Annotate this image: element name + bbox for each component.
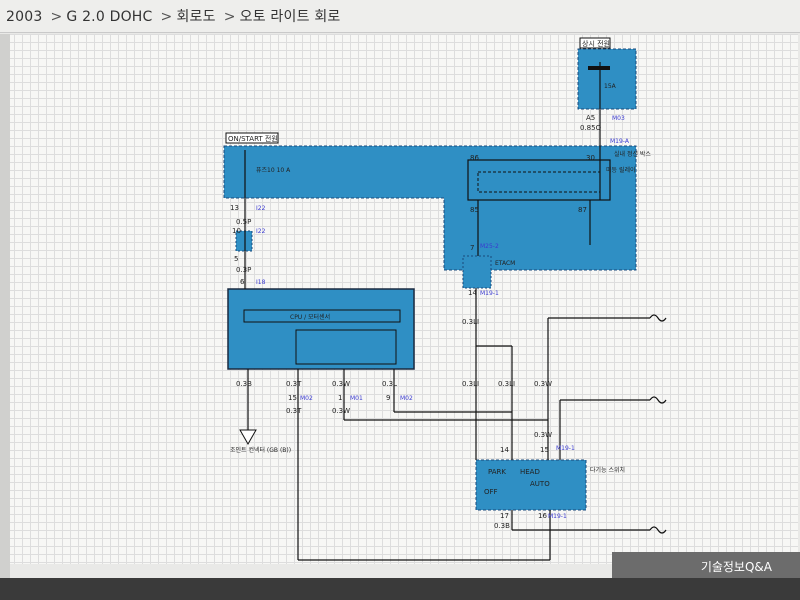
cpu-label: CPU / 모터센서 [290,313,330,321]
connector-m25: M25-2 [480,243,499,250]
connector-m19b-c: M19-1 [548,513,567,520]
connector-m19b-b: M19-1 [556,445,575,452]
breadcrumb-bar: 2003>G 2.0 DOHC>회로도>오토 라이트 회로 [0,0,800,33]
tech-qa-link[interactable]: 기술정보Q&A [700,560,772,574]
cpu-circuit [295,329,397,365]
bottom-strip [0,578,800,600]
switch-park: PARK [488,468,506,476]
wire-03t: 0.3T [286,380,302,388]
switch-auto: AUTO [530,480,550,488]
connector-m19b-a: M19-1 [480,290,499,297]
wire-03w-d: 0.3W [332,407,350,415]
wire-03w-c: 0.3W [534,431,552,439]
etacm-module-box [227,288,415,370]
junction-box-region [223,145,637,271]
wire-03li-b: 0.3LI [462,380,479,388]
connector-m01: M01 [350,395,363,402]
breadcrumb: 2003>G 2.0 DOHC>회로도>오토 라이트 회로 [6,6,345,26]
connector-i22-box [235,230,253,252]
wire-03w: 0.3W [332,380,350,388]
pin-15-b: 15 [540,446,549,454]
cpu-bar [243,309,401,323]
wire-03p: 0.3P [236,266,251,274]
switch-off: OFF [484,488,498,496]
fuse-top-label: 15A [604,83,617,90]
pin-86: 86 [470,154,479,162]
always-power-tag [579,37,611,49]
pin-17: 17 [500,512,509,520]
always-power-fuse-box [577,48,637,110]
connector-i22-a: I22 [256,205,266,212]
always-power-label: 상시 전원 [582,39,610,48]
switch-box-label: 다기능 스위치 [590,466,625,474]
relay-outline [467,159,611,201]
breadcrumb-engine[interactable]: G 2.0 DOHC [66,9,153,25]
pin-85: 85 [470,206,479,214]
breadcrumb-year[interactable]: 2003 [6,9,43,25]
wire-03b: 0.3B [236,380,252,388]
wires [244,62,650,561]
multifunction-switch-box [475,459,587,511]
wire-03w-b: 0.3W [534,380,552,388]
pin-13: 13 [230,204,239,212]
pin-1: 1 [338,394,342,402]
connector-m03: M03 [612,115,625,122]
connector-m19a: M19-A [610,138,630,145]
breadcrumb-separator: > [50,9,63,25]
ground-label: 조인트 컨넥터 (GB (B)) [230,446,291,454]
fuse-box-label: 실내 정션 박스 [614,150,651,158]
wire-03b-b: 0.3B [494,522,510,530]
pin-9: 9 [386,394,390,402]
left-scroll-edge[interactable] [0,34,10,600]
etacm-connector-box [462,255,492,289]
breadcrumb-section[interactable]: 회로도 [176,9,216,25]
wire-085o: 0.85O [580,124,602,132]
breadcrumb-separator: > [223,9,236,25]
pin-14-a: 14 [468,289,477,297]
breadcrumb-page: 오토 라이트 회로 [239,9,341,25]
ground-icon [239,429,257,446]
pin-a5: A5 [586,114,595,122]
etacm-label: ETACM [495,260,515,267]
pin-5: 5 [234,255,238,263]
breadcrumb-separator: > [160,9,173,25]
pin-6: 6 [240,278,245,286]
fuse-top-icon [588,66,610,70]
relay-label: 미등 릴레이 [606,166,636,174]
pin-30: 30 [586,154,595,162]
connector-m02-a: M02 [300,395,313,402]
connector-m02-b: M02 [400,395,413,402]
pin-10: 10 [232,227,241,235]
wire-05p: 0.5P [236,218,251,226]
wire-03li-c: 0.3LI [498,380,515,388]
wire-03li-a: 0.3LI [462,318,479,326]
pin-15: 15 [288,394,297,402]
on-start-tag [225,132,279,144]
fuse1-label: 퓨즈10 10 A [256,167,291,174]
connector-i18: I18 [256,279,266,286]
on-start-label: ON/START 전원 [228,134,278,143]
switch-head: HEAD [520,468,540,476]
wire-03t-b: 0.3T [286,407,302,415]
footer-bar: 기술정보Q&A [612,552,800,578]
wire-03l: 0.3L [382,380,397,388]
pin-14-b: 14 [500,446,509,454]
wire-ends [649,314,667,534]
pin-16: 16 [538,512,547,520]
pin-7: 7 [470,244,474,252]
pin-87: 87 [578,206,587,214]
connector-i22-b: I22 [256,228,266,235]
